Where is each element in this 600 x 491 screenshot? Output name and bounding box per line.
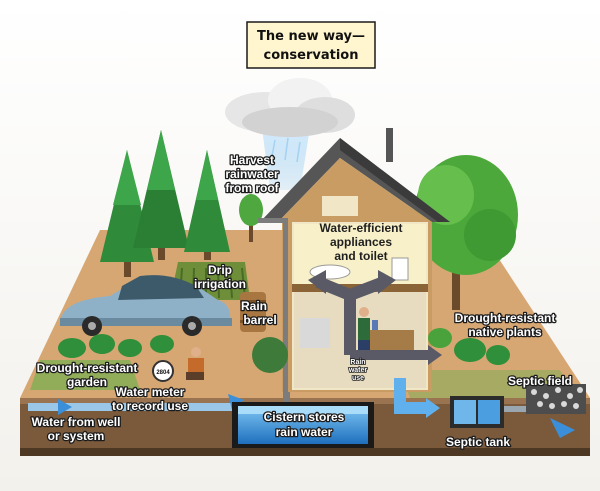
title-line-1: The new way— xyxy=(257,29,365,44)
svg-text:Drought-resistant: Drought-resistant xyxy=(37,361,138,375)
svg-text:and toilet: and toilet xyxy=(334,249,387,263)
tree-icon xyxy=(184,150,230,260)
svg-text:or system: or system xyxy=(48,429,105,443)
svg-text:Rain: Rain xyxy=(241,299,267,313)
label-cistern: Cistern stores rain water xyxy=(262,409,346,441)
svg-text:Drip: Drip xyxy=(208,263,232,277)
label-water-meter: Water meter to record use xyxy=(111,384,190,415)
svg-text:from roof: from roof xyxy=(225,181,279,195)
svg-text:to record use: to record use xyxy=(112,399,188,413)
label-septic-field: Septic field xyxy=(508,374,572,388)
house-icon xyxy=(258,128,450,400)
rain-barrel-icon xyxy=(240,292,266,332)
svg-text:water: water xyxy=(348,367,368,374)
meter-face-text: 2804 xyxy=(156,370,170,376)
label-rain-water-use: Rain water use xyxy=(347,358,368,383)
septic-field xyxy=(526,384,586,414)
cloud-icon xyxy=(225,78,355,190)
label-water-source: Water from well or system xyxy=(30,414,122,445)
tree-icon xyxy=(133,130,189,260)
label-rain-barrel: Rain barrel xyxy=(240,298,278,329)
gardener-figure xyxy=(186,347,204,380)
label-garden: Drought-resistant garden xyxy=(35,360,138,391)
svg-text:barrel: barrel xyxy=(243,313,276,327)
svg-text:native plants: native plants xyxy=(468,325,542,339)
car-icon xyxy=(60,275,232,336)
flow-arrow-icon xyxy=(308,270,442,365)
title-box: The new way— conservation xyxy=(246,21,376,69)
svg-text:use: use xyxy=(352,375,364,382)
label-drip-irrigation: Drip irrigation xyxy=(193,262,248,293)
label-water-efficient-appliances: Water-efficient appliances and toilet xyxy=(320,221,403,263)
label-septic-tank: Septic tank xyxy=(446,435,510,449)
svg-text:Water-efficient: Water-efficient xyxy=(320,221,403,235)
cistern-icon xyxy=(232,402,374,448)
tree-icon xyxy=(239,194,263,242)
plant-cluster xyxy=(58,328,510,373)
water-meter-icon: 2804 xyxy=(152,360,174,382)
svg-text:Water meter: Water meter xyxy=(116,385,185,399)
svg-text:Water from well: Water from well xyxy=(32,415,121,429)
svg-text:garden: garden xyxy=(67,375,107,389)
tree-icon xyxy=(414,155,518,310)
label-native-plants: Drought-resistant native plants xyxy=(453,310,556,341)
svg-text:Harvest: Harvest xyxy=(230,153,274,167)
svg-text:Cistern stores: Cistern stores xyxy=(264,410,345,424)
svg-text:appliances: appliances xyxy=(330,235,392,249)
svg-text:Drought-resistant: Drought-resistant xyxy=(455,311,556,325)
svg-text:rainwater: rainwater xyxy=(225,167,279,181)
svg-text:rain water: rain water xyxy=(276,425,333,439)
septic-tank-icon xyxy=(450,396,504,428)
label-harvest-rainwater: Harvest rainwater from roof xyxy=(224,152,281,197)
title-line-2: conservation xyxy=(264,48,359,63)
svg-text:irrigation: irrigation xyxy=(194,277,246,291)
svg-text:Rain: Rain xyxy=(350,359,365,366)
